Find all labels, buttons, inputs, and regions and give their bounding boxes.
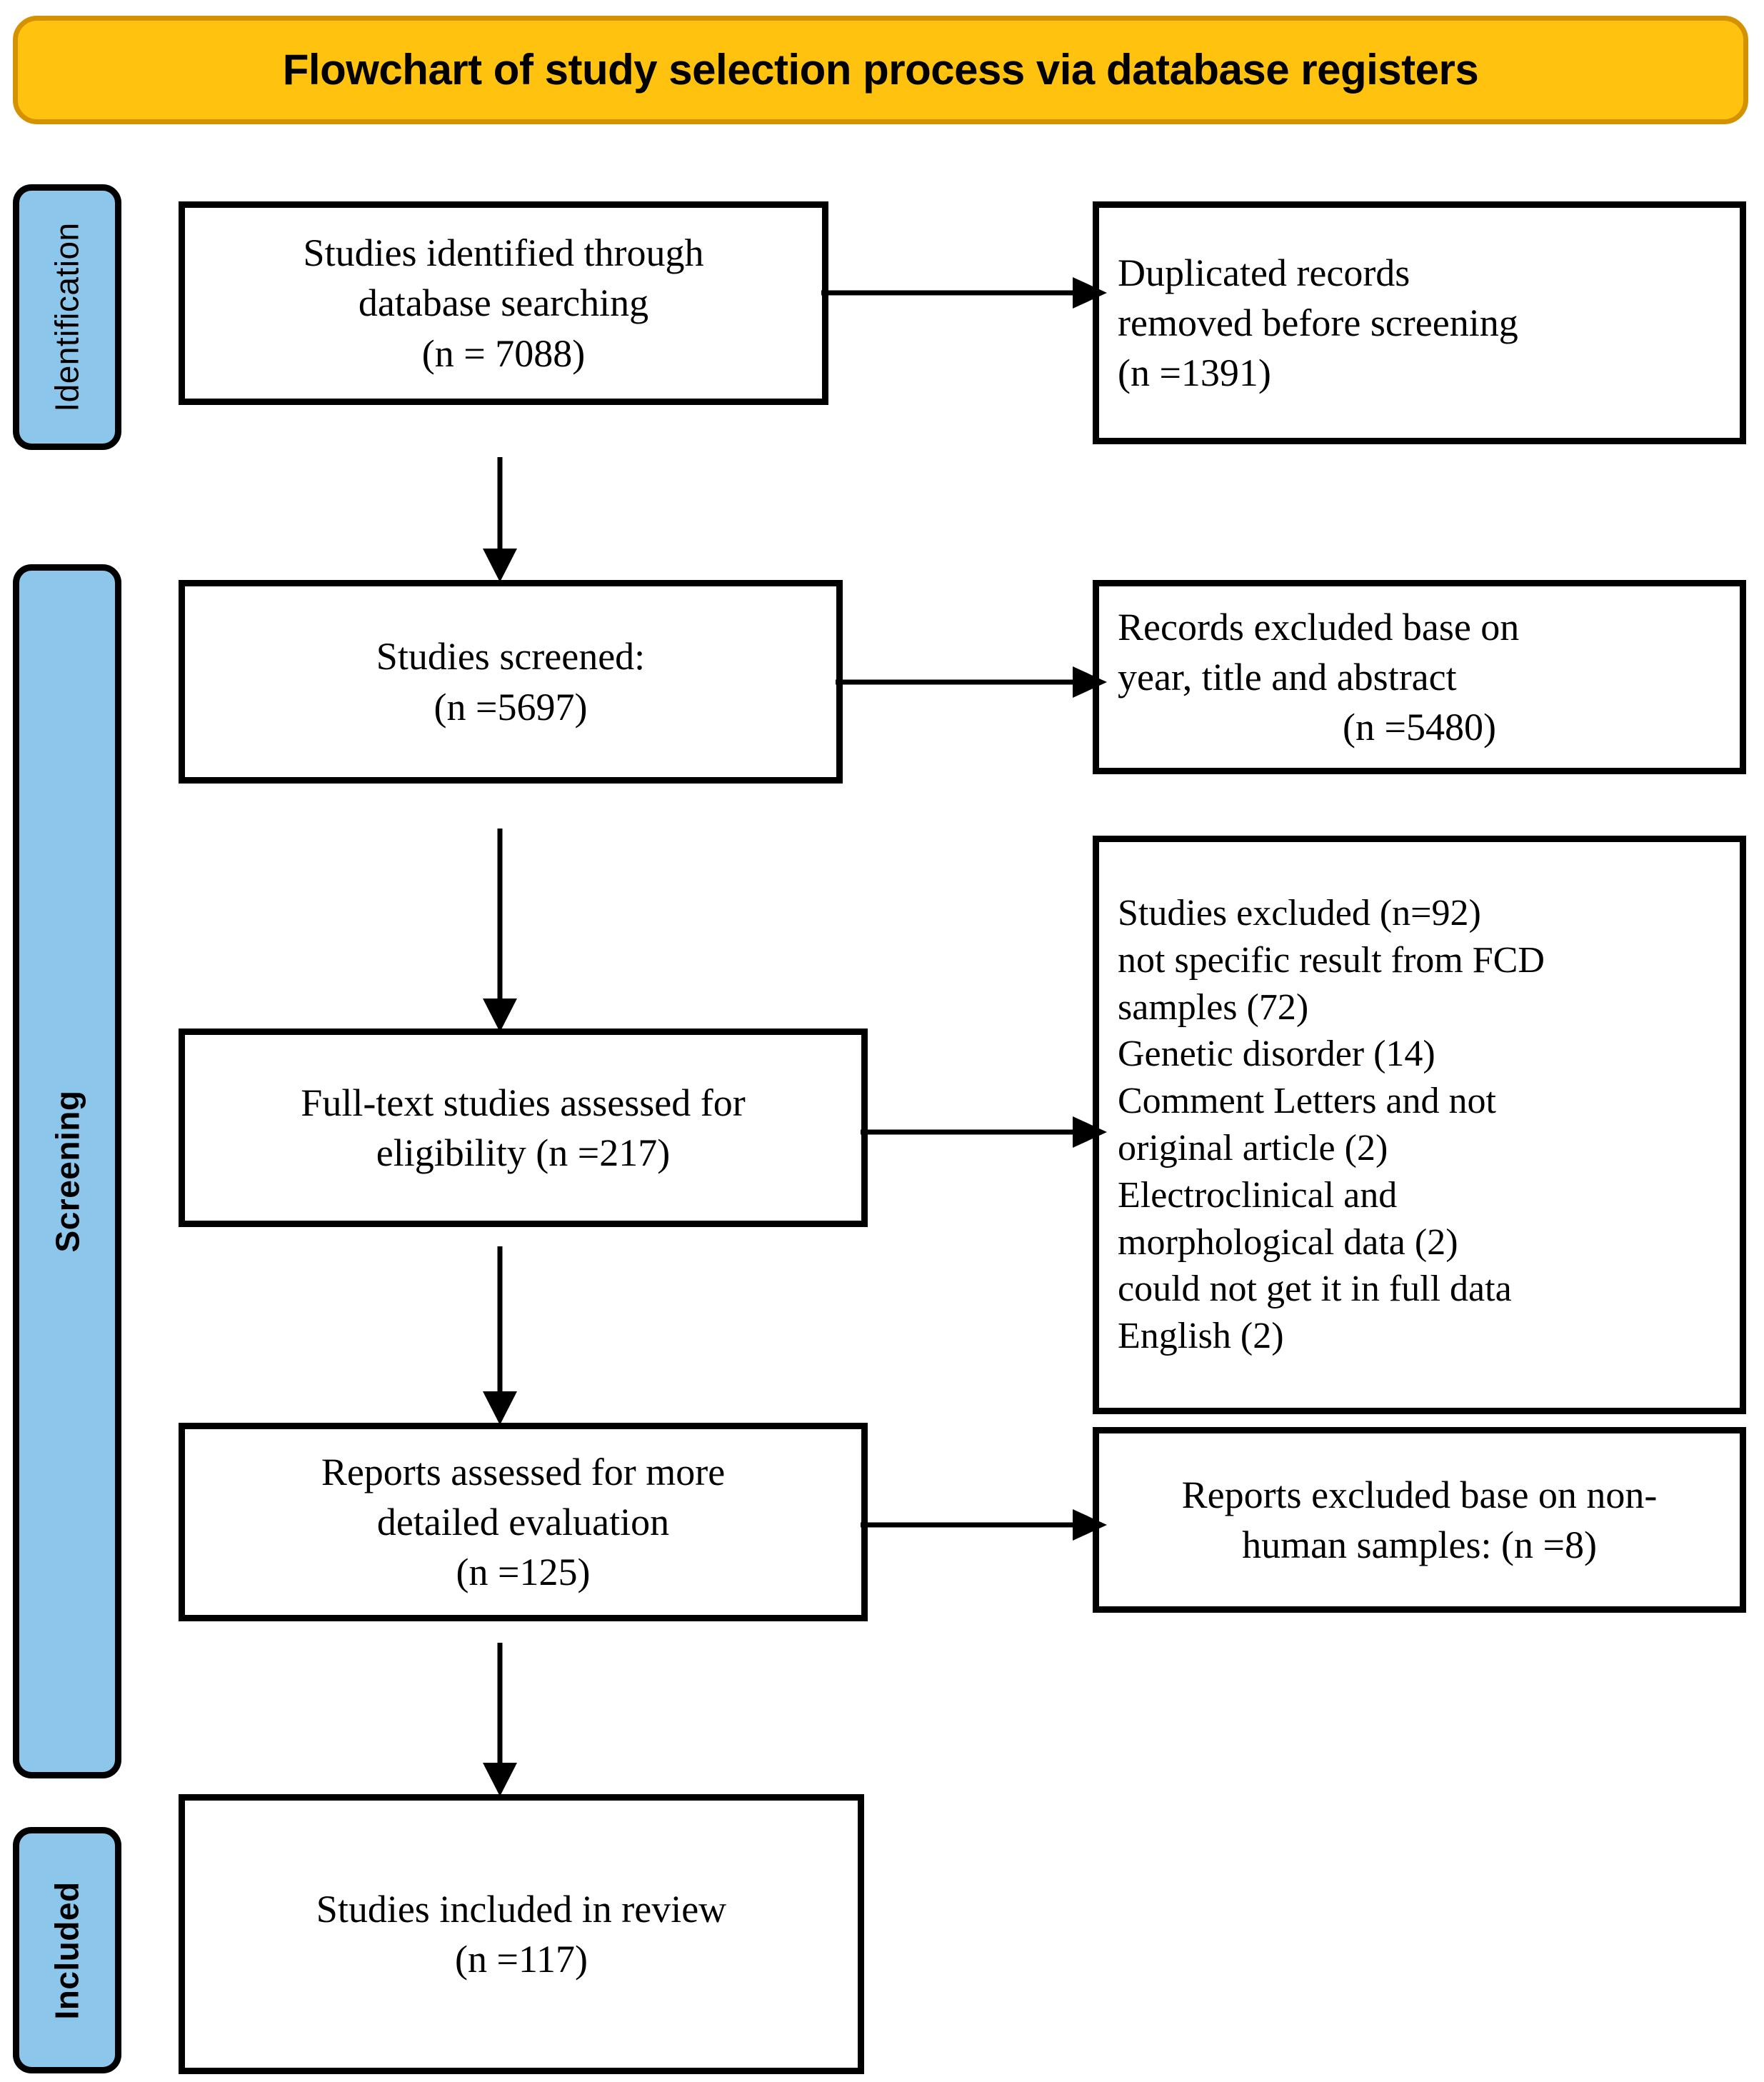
box-line: morphological data (2) — [1118, 1221, 1458, 1263]
box-line: Electroclinical and — [1118, 1174, 1398, 1216]
box-line: Genetic disorder (14) — [1118, 1034, 1435, 1075]
box-line: Reports excluded base on non- — [1181, 1473, 1658, 1516]
stage-label-identification: Identification — [49, 222, 86, 412]
stage-sidebar-screening: Screening — [13, 564, 121, 1778]
box-line: original article (2) — [1118, 1128, 1388, 1168]
box-line: detailed evaluation — [376, 1500, 670, 1543]
box-line: database searching — [358, 281, 649, 325]
arrow-down-icon-screened-to-fulltext — [478, 829, 521, 1032]
box-line: human samples: (n =8) — [1242, 1523, 1597, 1566]
box-studies-identified: Studies identified through database sear… — [179, 201, 828, 405]
box-line: (n =125) — [456, 1551, 591, 1594]
box-line: Comment Letters and not — [1118, 1081, 1497, 1122]
box-records-excluded: Records excluded base on year, title and… — [1093, 580, 1746, 774]
box-line: samples (72) — [1118, 986, 1309, 1028]
stage-sidebar-identification: Identification — [13, 184, 121, 450]
box-full-text-studies-assessed: Full-text studies assessed for eligibili… — [179, 1029, 868, 1227]
box-duplicated-records-removed: Duplicated records removed before screen… — [1093, 201, 1746, 444]
box-line: could not get it in full data — [1118, 1268, 1512, 1310]
stage-label-included: Included — [49, 1881, 86, 2020]
stage-label-screening: Screening — [49, 1090, 86, 1253]
arrow-down-icon-reports-to-included — [478, 1643, 521, 1796]
box-line: Studies excluded (n=92) — [1118, 893, 1481, 934]
arrow-right-icon-fulltext-to-studies-excluded — [861, 1111, 1107, 1153]
box-line: eligibility (n =217) — [376, 1131, 671, 1174]
arrow-right-icon-identified-to-duplicates — [821, 271, 1107, 314]
box-line: Duplicated records — [1118, 251, 1410, 294]
flowchart-title-banner: Flowchart of study selection process via… — [13, 16, 1748, 124]
box-reports-assessed: Reports assessed for more detailed evalu… — [179, 1423, 868, 1621]
box-line: Reports assessed for more — [321, 1450, 726, 1493]
arrow-down-icon-fulltext-to-reports — [478, 1246, 521, 1425]
box-line: Studies screened: — [376, 635, 646, 679]
box-line: Full-text studies assessed for — [301, 1081, 746, 1124]
box-reports-excluded: Reports excluded base on non- human samp… — [1093, 1427, 1746, 1613]
box-studies-excluded-detail: Studies excluded (n=92) not specific res… — [1093, 836, 1746, 1414]
box-line: Studies identified through — [303, 231, 704, 275]
arrow-right-icon-reports-to-reports-excluded — [861, 1503, 1107, 1546]
arrow-down-icon-identified-to-screened — [478, 457, 521, 582]
arrow-right-icon-screened-to-records-excluded — [836, 661, 1107, 704]
box-line: not specific result from FCD — [1118, 939, 1545, 981]
box-line: removed before screening — [1118, 301, 1518, 344]
box-line: (n =1391) — [1118, 351, 1271, 395]
page-title: Flowchart of study selection process via… — [282, 46, 1479, 94]
stage-sidebar-included: Included — [13, 1827, 121, 2073]
box-studies-screened: Studies screened: (n =5697) — [179, 580, 843, 784]
box-line: (n = 7088) — [421, 331, 586, 375]
box-line: (n =117) — [455, 1938, 588, 1981]
box-line: English (2) — [1118, 1316, 1284, 1357]
box-line: Studies included in review — [316, 1887, 727, 1931]
box-line: (n =5480) — [1343, 706, 1496, 749]
box-line: year, title and abstract — [1118, 655, 1457, 699]
box-line: Records excluded base on — [1118, 605, 1520, 649]
box-studies-included-in-review: Studies included in review (n =117) — [179, 1794, 864, 2074]
box-line: (n =5697) — [434, 685, 588, 729]
